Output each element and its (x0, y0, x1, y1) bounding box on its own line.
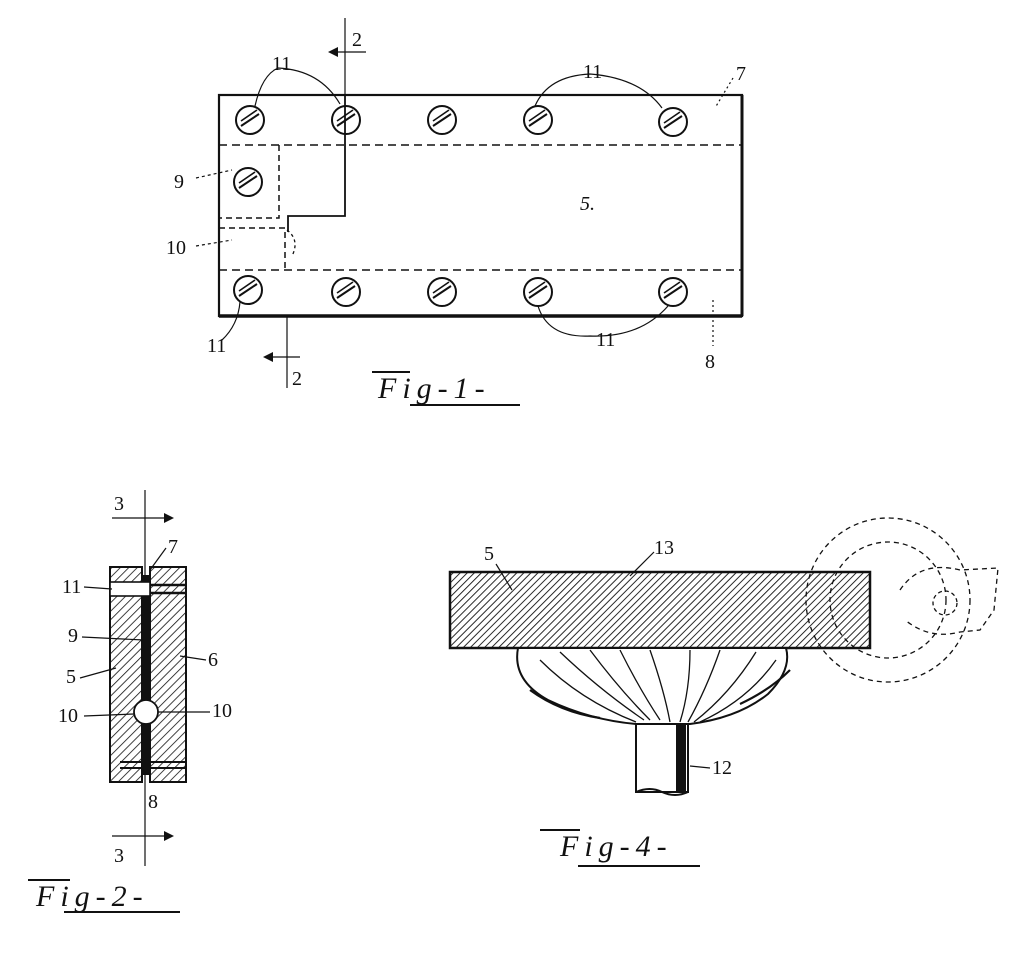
fig4-buff (517, 648, 787, 724)
fig1: 2 2 11 11 11 11 7 8 9 (166, 18, 746, 405)
fig2-label-10-right: 10 (212, 700, 232, 722)
fig2-section-top-label: 3 (114, 493, 124, 515)
fig2-insert (142, 575, 150, 775)
fig1-label-11-top-left: 11 (272, 53, 291, 75)
fig1-notch (288, 95, 345, 232)
fig4-label-12: 12 (712, 757, 732, 779)
fig4: 5 13 12 Fig-4- (450, 518, 998, 866)
screw-icon (236, 106, 264, 134)
screw-icon (428, 106, 456, 134)
fig4-caption: Fig-4- (559, 830, 673, 863)
fig1-section-bottom-label: 2 (292, 368, 302, 390)
fig1-label-8: 8 (705, 351, 715, 373)
fig2-label-7: 7 (168, 536, 178, 558)
screw-icon (524, 106, 552, 134)
screw-icon (332, 278, 360, 306)
fig2-label-8: 8 (148, 791, 158, 813)
fig1-label-11-bottom-right: 11 (596, 329, 615, 351)
fig1-label-7: 7 (736, 63, 746, 85)
fig2-caption: Fig-2- (35, 880, 149, 913)
screw-icon (332, 106, 360, 134)
fig1-label-5: 5. (580, 193, 595, 215)
fig2-label-10-left: 10 (58, 705, 78, 727)
fig2-label-9: 9 (68, 625, 78, 647)
fig1-label-10: 10 (166, 237, 186, 259)
screw-icon (110, 582, 150, 596)
fig2-label-5: 5 (66, 666, 76, 688)
fig2-section-bottom-label: 3 (114, 845, 124, 867)
fig2-opening (134, 700, 158, 724)
fig1-caption: Fig-1- (377, 372, 491, 405)
fig1-label-11-top-right: 11 (583, 61, 602, 83)
fig2-label-6: 6 (208, 649, 218, 671)
fig2-right-block (150, 567, 186, 782)
fig4-label-5: 5 (484, 543, 494, 565)
screw-icon (524, 278, 552, 306)
screw-icon (659, 108, 687, 136)
fig2: 3 3 7 8 11 9 5 6 10 10 Fig-2- (28, 490, 232, 913)
fig4-label-13: 13 (654, 537, 674, 559)
screw-icon (234, 276, 262, 304)
fig1-screws (234, 106, 687, 306)
fig1-opening (219, 228, 285, 268)
fig2-left-block (110, 567, 142, 782)
fig1-section-top-label: 2 (352, 29, 362, 51)
fig2-label-11: 11 (62, 576, 81, 598)
fig4-plate (450, 572, 870, 648)
screw-icon (428, 278, 456, 306)
fig1-label-11-bottom-left: 11 (207, 335, 226, 357)
screw-icon (659, 278, 687, 306)
screw-icon (234, 168, 262, 196)
fig1-label-9: 9 (174, 171, 184, 193)
